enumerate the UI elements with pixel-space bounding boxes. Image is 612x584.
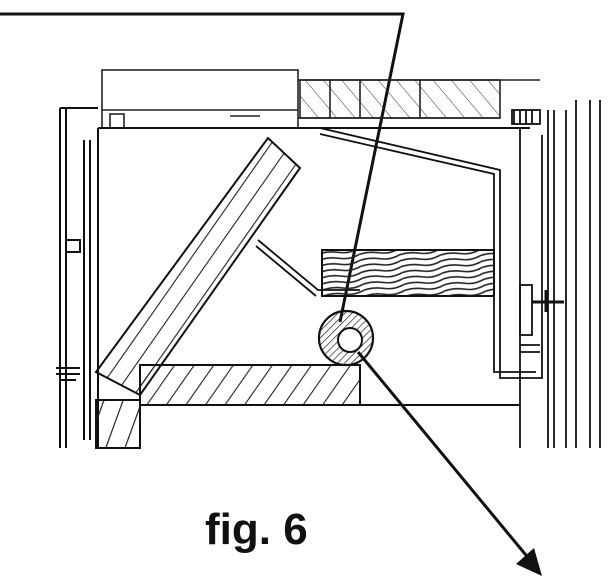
right-wall (511, 100, 601, 448)
stove-body (56, 107, 530, 448)
top-housing (101, 69, 540, 129)
back-brick (94, 136, 302, 397)
ring-element (317, 309, 375, 367)
leader-line-top (0, 12, 405, 323)
arrow-leader (356, 351, 542, 576)
floor-brick (139, 364, 520, 448)
figure-caption: fig. 6 (205, 505, 308, 554)
lower-left-brick (95, 399, 141, 449)
wood-log (321, 249, 495, 297)
